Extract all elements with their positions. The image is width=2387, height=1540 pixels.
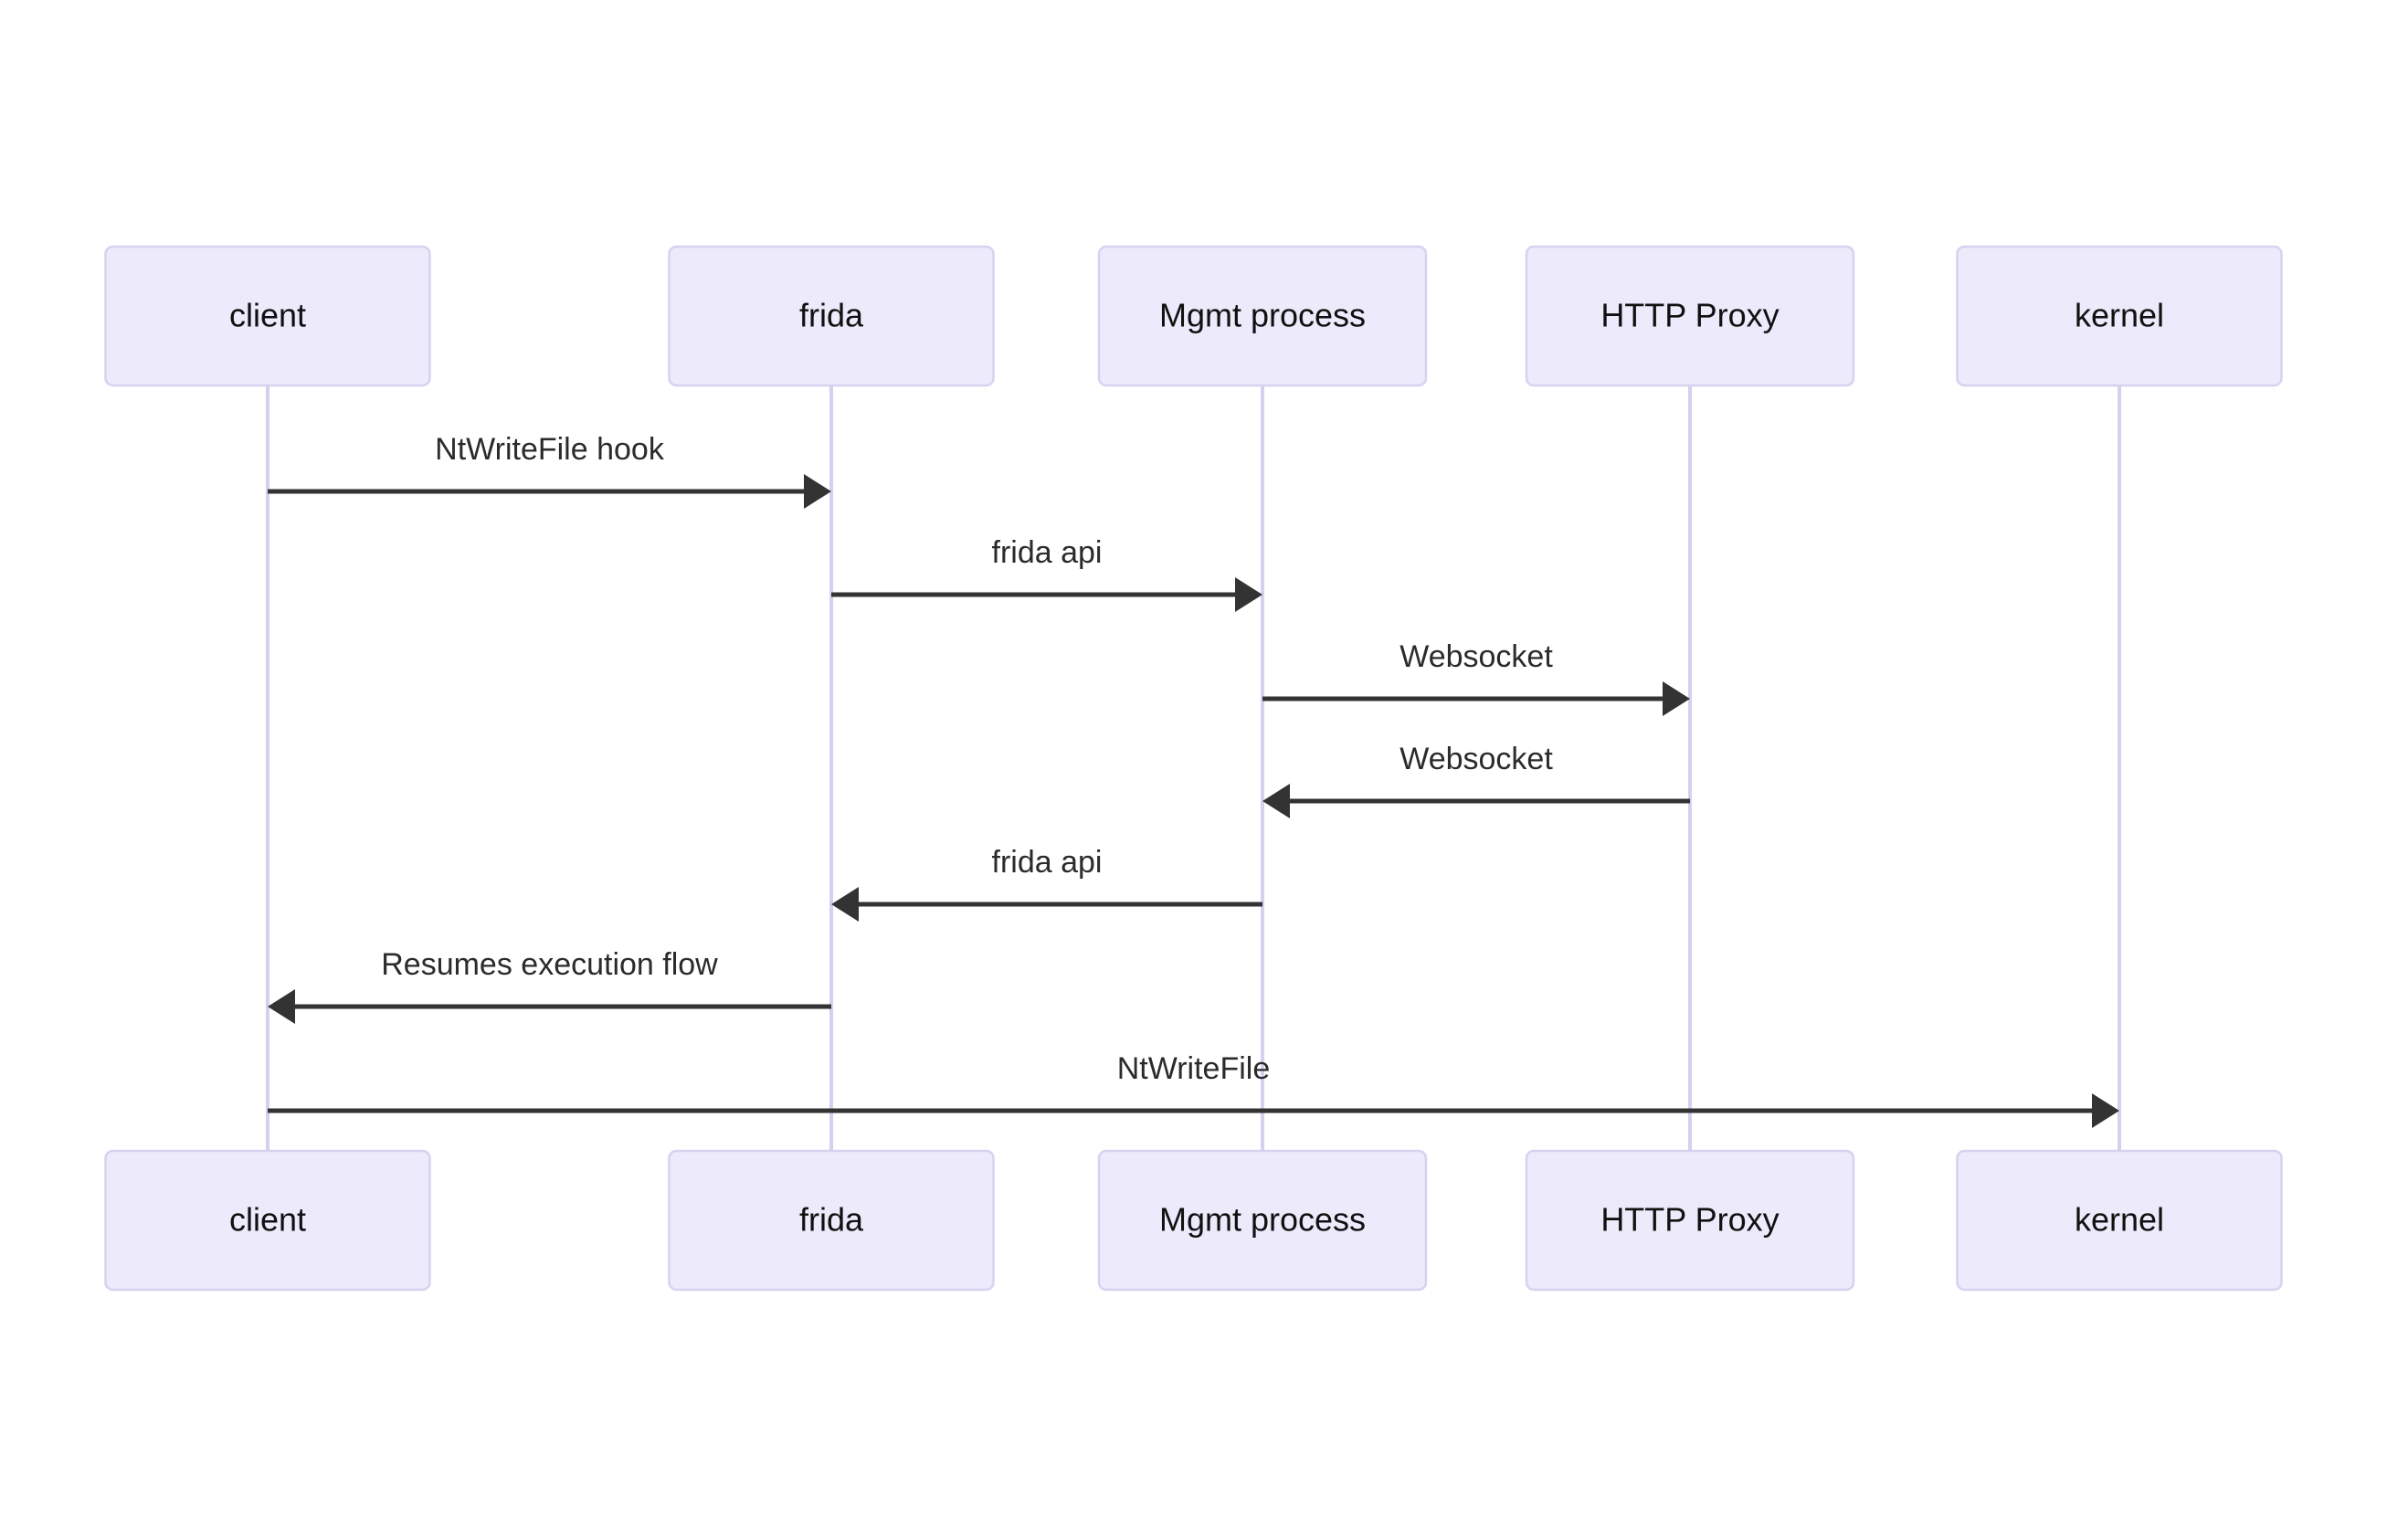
actor-label: HTTP Proxy	[1600, 1201, 1779, 1239]
actor-box-shape	[1956, 1149, 2283, 1292]
actor-top-kernel[interactable]: kernel	[1956, 245, 2283, 387]
message-5-frida-api[interactable]: frida api	[831, 845, 1262, 922]
message-2-frida-api[interactable]: frida api	[831, 535, 1262, 612]
actor-bottom-kernel[interactable]: kernel	[1956, 1149, 2283, 1292]
lifelines-layer	[266, 385, 2121, 1151]
message-arrowhead	[804, 474, 831, 509]
actor-box-shape	[668, 1149, 995, 1292]
message-arrowhead	[1262, 784, 1290, 818]
actor-label: kernel	[2075, 1201, 2164, 1239]
message-arrowhead	[1235, 577, 1262, 612]
actor-box-shape	[1097, 1149, 1428, 1292]
message-label: Websocket	[1399, 742, 1553, 776]
actor-box-shape	[1525, 245, 1855, 387]
actor-top-proxy[interactable]: HTTP Proxy	[1525, 245, 1855, 387]
actor-top-mgmt[interactable]: Mgmt process	[1097, 245, 1428, 387]
actors-top-layer: client frida Mgmt process HTTP Proxy kernel	[104, 245, 2283, 387]
message-6-resumes-execution-flow[interactable]: Resumes execution flow	[268, 947, 831, 1024]
actors-bottom-layer: client frida Mgmt process HTTP Proxy kernel	[104, 1149, 2283, 1292]
actor-label: frida	[799, 297, 864, 334]
actor-top-client[interactable]: client	[104, 245, 431, 387]
actor-label: Mgmt process	[1159, 297, 1366, 334]
message-7-ntwritefile[interactable]: NtWriteFile	[268, 1051, 2119, 1128]
message-label: NtWriteFile	[1117, 1051, 1271, 1086]
actor-top-frida[interactable]: frida	[668, 245, 995, 387]
message-4-websocket[interactable]: Websocket	[1262, 742, 1690, 818]
actor-box-shape	[104, 1149, 431, 1292]
message-1-ntwritefile-hook[interactable]: NtWriteFile hook	[268, 432, 831, 509]
actor-bottom-client[interactable]: client	[104, 1149, 431, 1292]
actor-box-shape	[1956, 245, 2283, 387]
actor-bottom-mgmt[interactable]: Mgmt process	[1097, 1149, 1428, 1292]
actor-label: frida	[799, 1201, 864, 1239]
message-label: Websocket	[1399, 639, 1553, 674]
actor-bottom-frida[interactable]: frida	[668, 1149, 995, 1292]
message-arrowhead	[1663, 681, 1690, 716]
message-label: NtWriteFile hook	[435, 432, 665, 467]
actor-label: HTTP Proxy	[1600, 297, 1779, 334]
actor-bottom-proxy[interactable]: HTTP Proxy	[1525, 1149, 1855, 1292]
actor-label: client	[229, 1201, 306, 1239]
actor-box-shape	[1525, 1149, 1855, 1292]
actor-box-shape	[104, 245, 431, 387]
message-arrowhead	[268, 989, 295, 1024]
message-3-websocket[interactable]: Websocket	[1262, 639, 1690, 716]
actor-label: Mgmt process	[1159, 1201, 1366, 1239]
message-label: frida api	[992, 535, 1103, 570]
actor-label: kernel	[2075, 297, 2164, 334]
message-label: frida api	[992, 845, 1103, 880]
actor-box-shape	[668, 245, 995, 387]
message-arrowhead	[831, 887, 859, 922]
message-arrowhead	[2092, 1093, 2119, 1128]
message-label: Resumes execution flow	[381, 947, 718, 982]
actor-label: client	[229, 297, 306, 334]
actor-box-shape	[1097, 245, 1428, 387]
